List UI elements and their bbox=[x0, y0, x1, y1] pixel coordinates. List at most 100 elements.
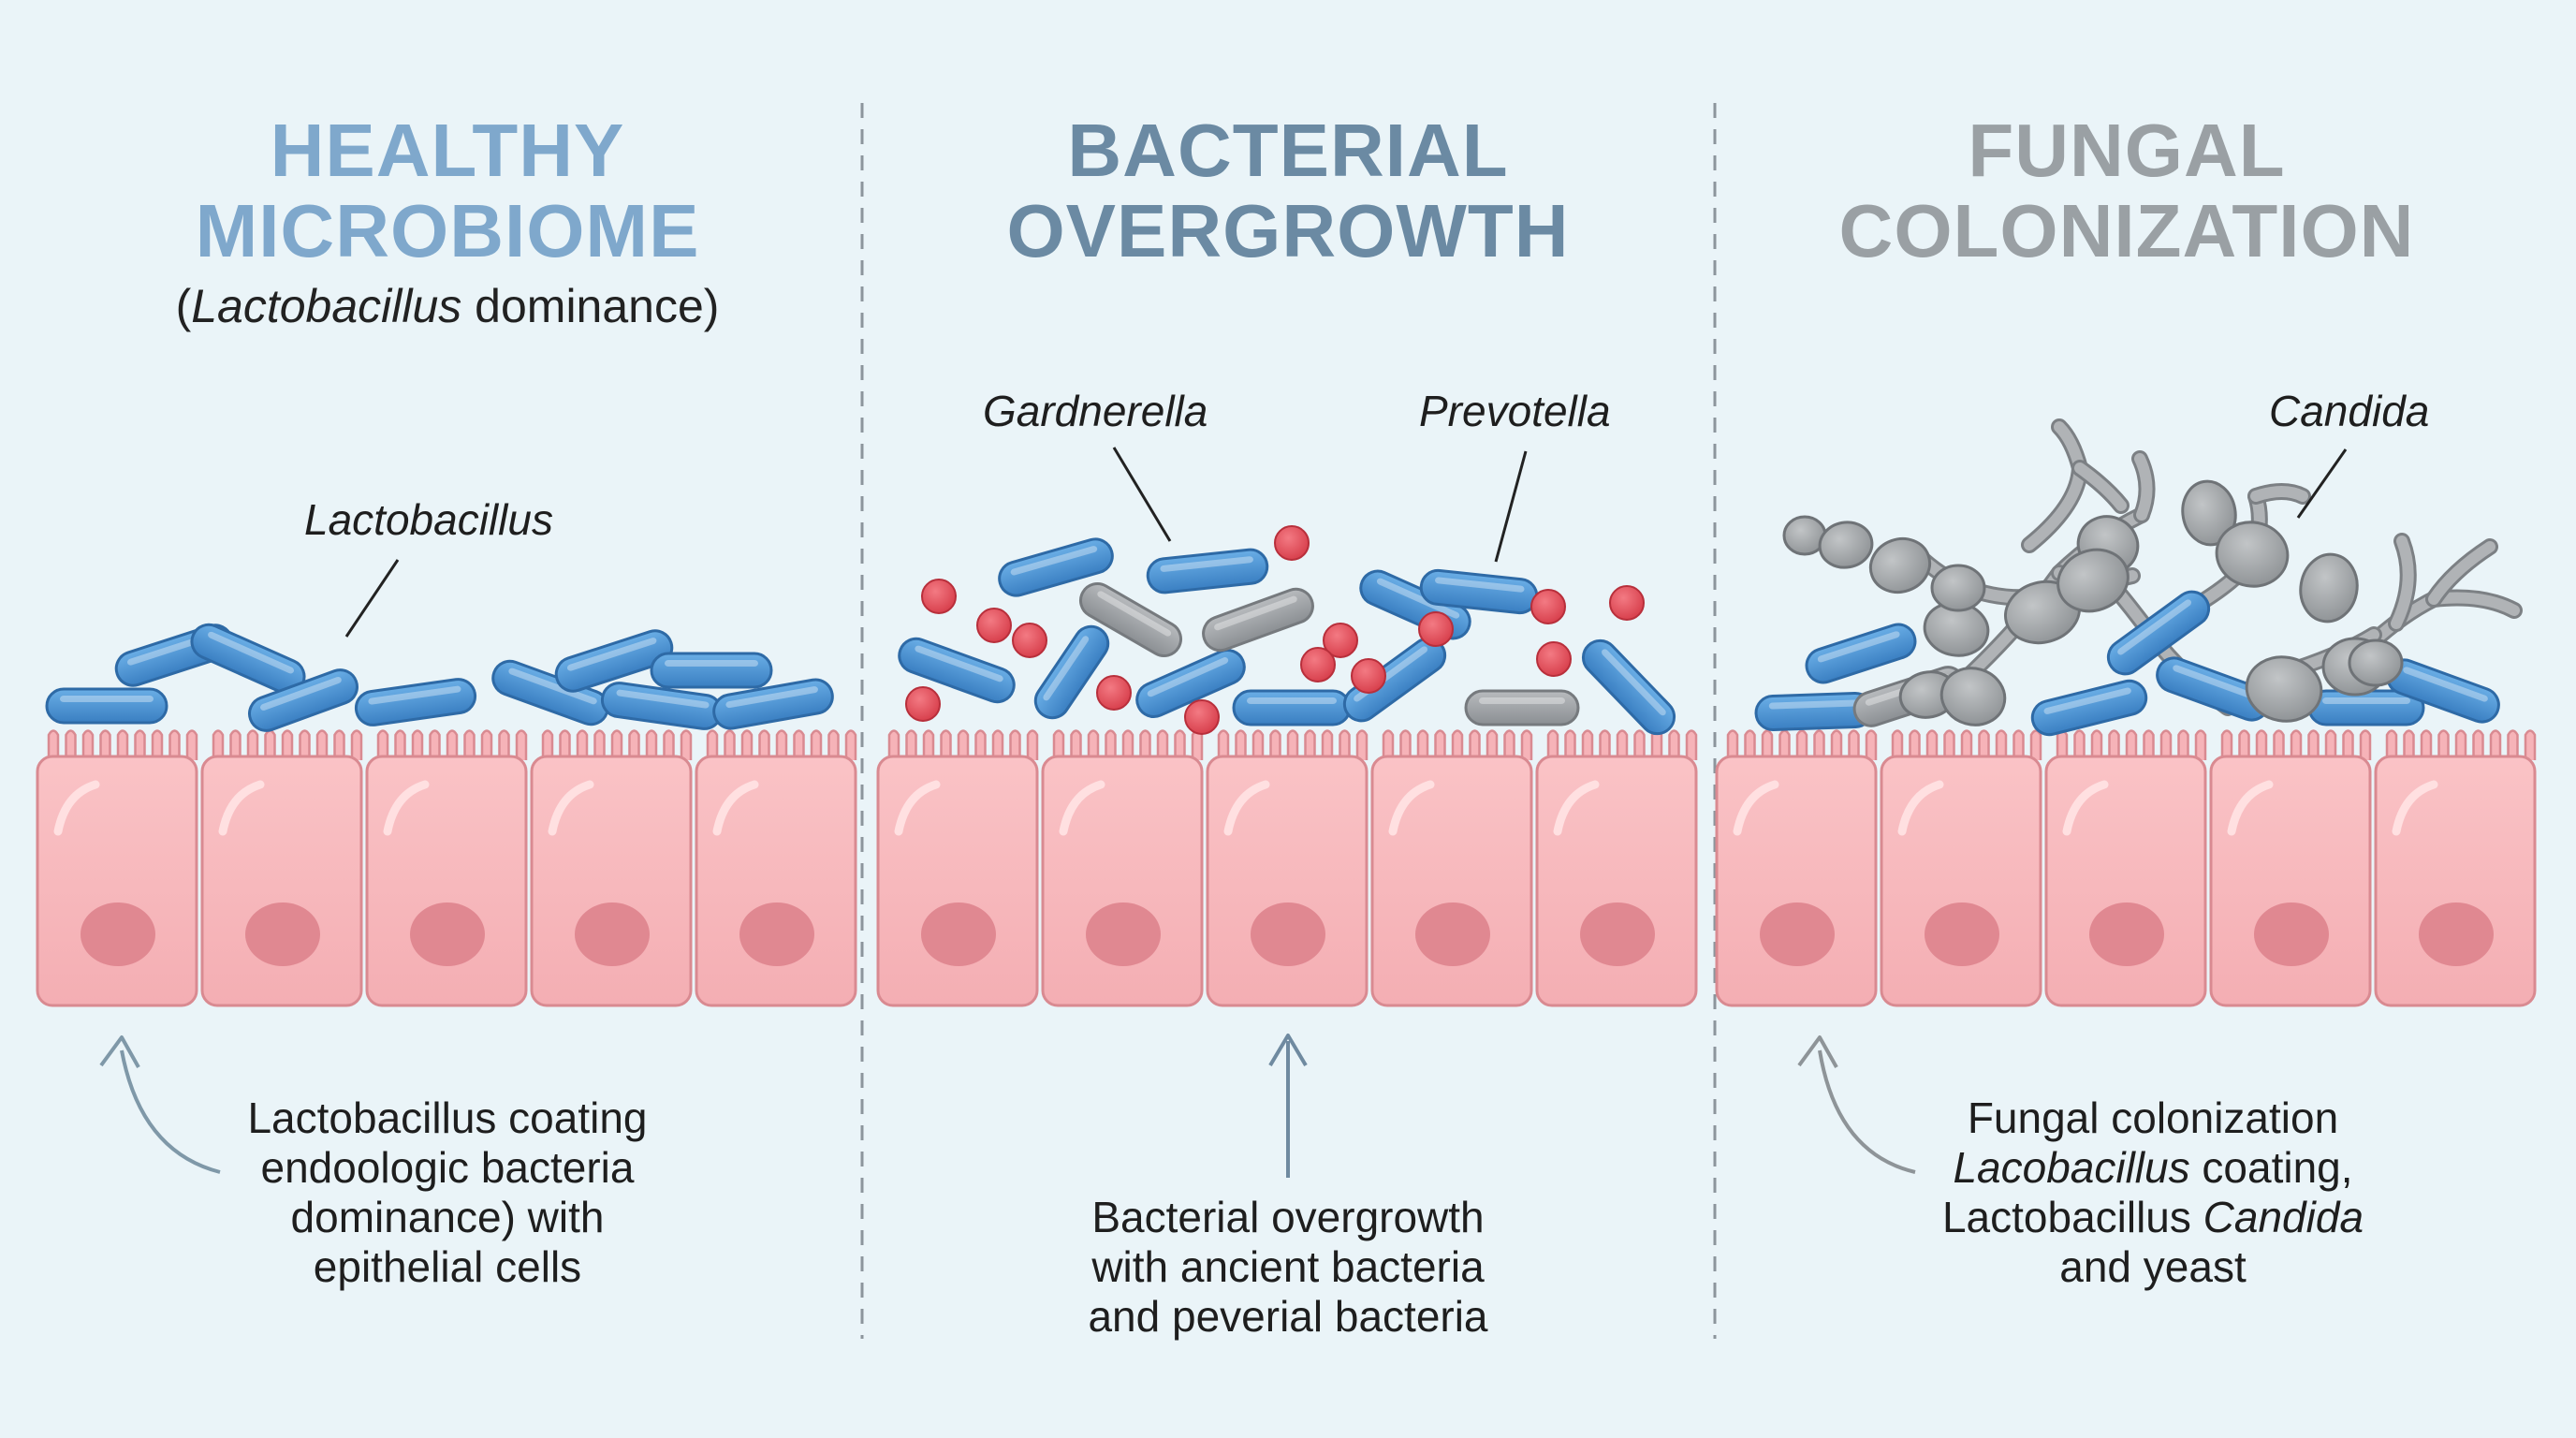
microvillus bbox=[1925, 729, 1939, 760]
rod-shine bbox=[368, 685, 461, 705]
panel-dividers bbox=[860, 103, 1717, 1339]
caption-fungal-line3-plain: Lactobacillus bbox=[1941, 1193, 2203, 1241]
yeast-cell bbox=[2348, 638, 2404, 687]
subtitle-genus: Lactobacillus bbox=[191, 280, 462, 332]
microvillus bbox=[922, 729, 935, 760]
yeast-cell bbox=[1939, 667, 2007, 726]
microvillus bbox=[1105, 729, 1117, 760]
microvillus bbox=[1269, 729, 1281, 760]
microvillus bbox=[1052, 729, 1065, 760]
caption-bacterial: Bacterial overgrowth with ancient bacter… bbox=[932, 1193, 1644, 1342]
rod-shine bbox=[2173, 665, 2258, 700]
lactobacillus-rod bbox=[248, 668, 359, 732]
yeast-cell bbox=[2245, 655, 2323, 723]
lactobacillus-rod bbox=[190, 623, 306, 696]
microvillus bbox=[758, 729, 770, 760]
coccus bbox=[1012, 623, 1047, 658]
microvillus bbox=[663, 729, 675, 760]
coccus bbox=[1096, 675, 1132, 711]
microvillus bbox=[1943, 729, 1955, 760]
microvillus bbox=[2273, 729, 2285, 760]
epithelial-cell bbox=[2374, 729, 2537, 1007]
rod-body bbox=[1202, 587, 1314, 653]
cell-body bbox=[200, 755, 363, 1007]
microvillus bbox=[1286, 729, 1299, 760]
title-bacterial-line2: OVERGROWTH bbox=[1006, 189, 1570, 272]
microvillus bbox=[2359, 729, 2372, 760]
rod-body bbox=[2030, 679, 2148, 737]
cell-highlight bbox=[2227, 780, 2274, 836]
microvillus bbox=[2125, 729, 2138, 760]
rod-shine bbox=[1010, 546, 1098, 576]
coccus bbox=[1351, 658, 1386, 694]
pointer-lactobacillus bbox=[344, 559, 400, 638]
lactobacillus-rod bbox=[554, 629, 674, 693]
coccus bbox=[1609, 585, 1645, 621]
caption-arrows bbox=[99, 1034, 1916, 1178]
microvillus bbox=[1520, 729, 1533, 760]
microvillus bbox=[1355, 729, 1368, 760]
yeast-cell bbox=[2056, 548, 2130, 613]
lactobacillus-rod bbox=[1135, 649, 1246, 718]
microvillus bbox=[2143, 729, 2155, 760]
hypha bbox=[2134, 453, 2153, 521]
epithelial-cell bbox=[2044, 729, 2207, 1007]
microvillus bbox=[1486, 729, 1499, 760]
microvillus bbox=[827, 729, 840, 760]
rod-shine bbox=[2322, 697, 2410, 704]
cell-highlight bbox=[53, 780, 100, 836]
microvillus bbox=[185, 729, 198, 760]
title-bacterial: BACTERIAL OVERGROWTH bbox=[886, 110, 1690, 271]
microvillus bbox=[1217, 729, 1230, 760]
microvillus bbox=[1960, 729, 1973, 760]
rod-shine bbox=[1479, 697, 1565, 704]
caption-bacterial-line3: and peverial bacteria bbox=[1088, 1292, 1488, 1341]
microvillus bbox=[498, 729, 510, 760]
microvillus bbox=[1139, 729, 1151, 760]
cell-nucleus bbox=[2089, 902, 2164, 966]
rod-shine bbox=[2043, 687, 2131, 714]
rod-shine bbox=[1768, 699, 1859, 710]
rod-shine bbox=[1817, 631, 1900, 663]
lactobacillus-rod bbox=[2030, 679, 2148, 737]
rod-body bbox=[1135, 649, 1246, 718]
caption-bacterial-line1: Bacterial overgrowth bbox=[1091, 1193, 1485, 1241]
microvillus bbox=[610, 729, 623, 760]
epithelial-cell bbox=[1370, 729, 1533, 1007]
cell-highlight bbox=[1059, 780, 1105, 836]
cell-highlight bbox=[894, 780, 941, 836]
rod-shine bbox=[915, 645, 1003, 682]
microvillus bbox=[2307, 729, 2320, 760]
title-healthy-line2: MICROBIOME bbox=[195, 189, 700, 272]
arrow-fungal bbox=[1818, 1049, 1916, 1174]
lactobacillus-rod bbox=[1146, 548, 1269, 594]
microvillus bbox=[2159, 729, 2173, 760]
microvillus bbox=[1616, 729, 1629, 760]
microvillus bbox=[65, 729, 77, 760]
microvillus bbox=[376, 729, 389, 760]
microvillus bbox=[2255, 729, 2268, 760]
microvillus bbox=[974, 729, 987, 760]
microvillus bbox=[1503, 729, 1515, 760]
rod-body bbox=[1033, 624, 1110, 720]
epithelial-cell bbox=[2209, 729, 2372, 1007]
epithelial-cell bbox=[200, 729, 363, 1007]
pointer-gardnerella bbox=[1112, 447, 1172, 542]
microvillus bbox=[576, 729, 589, 760]
microvillus bbox=[81, 729, 95, 760]
epithelial-cell bbox=[1715, 729, 1878, 1007]
rod-shine bbox=[2403, 667, 2488, 702]
rod-shine bbox=[725, 686, 818, 709]
microvillus bbox=[429, 729, 441, 760]
microvillus bbox=[680, 729, 693, 760]
epithelial-cell bbox=[36, 729, 198, 1007]
microvillus bbox=[844, 729, 857, 760]
microvillus bbox=[1121, 729, 1134, 760]
caption-healthy-line3: dominance) with bbox=[290, 1193, 605, 1241]
cell-nucleus bbox=[80, 902, 155, 966]
title-healthy-line1: HEALTHY bbox=[270, 109, 625, 192]
microvillus bbox=[1795, 729, 1808, 760]
microvillus bbox=[1599, 729, 1611, 760]
microvillus bbox=[315, 729, 329, 760]
rod-shine bbox=[1602, 649, 1666, 716]
